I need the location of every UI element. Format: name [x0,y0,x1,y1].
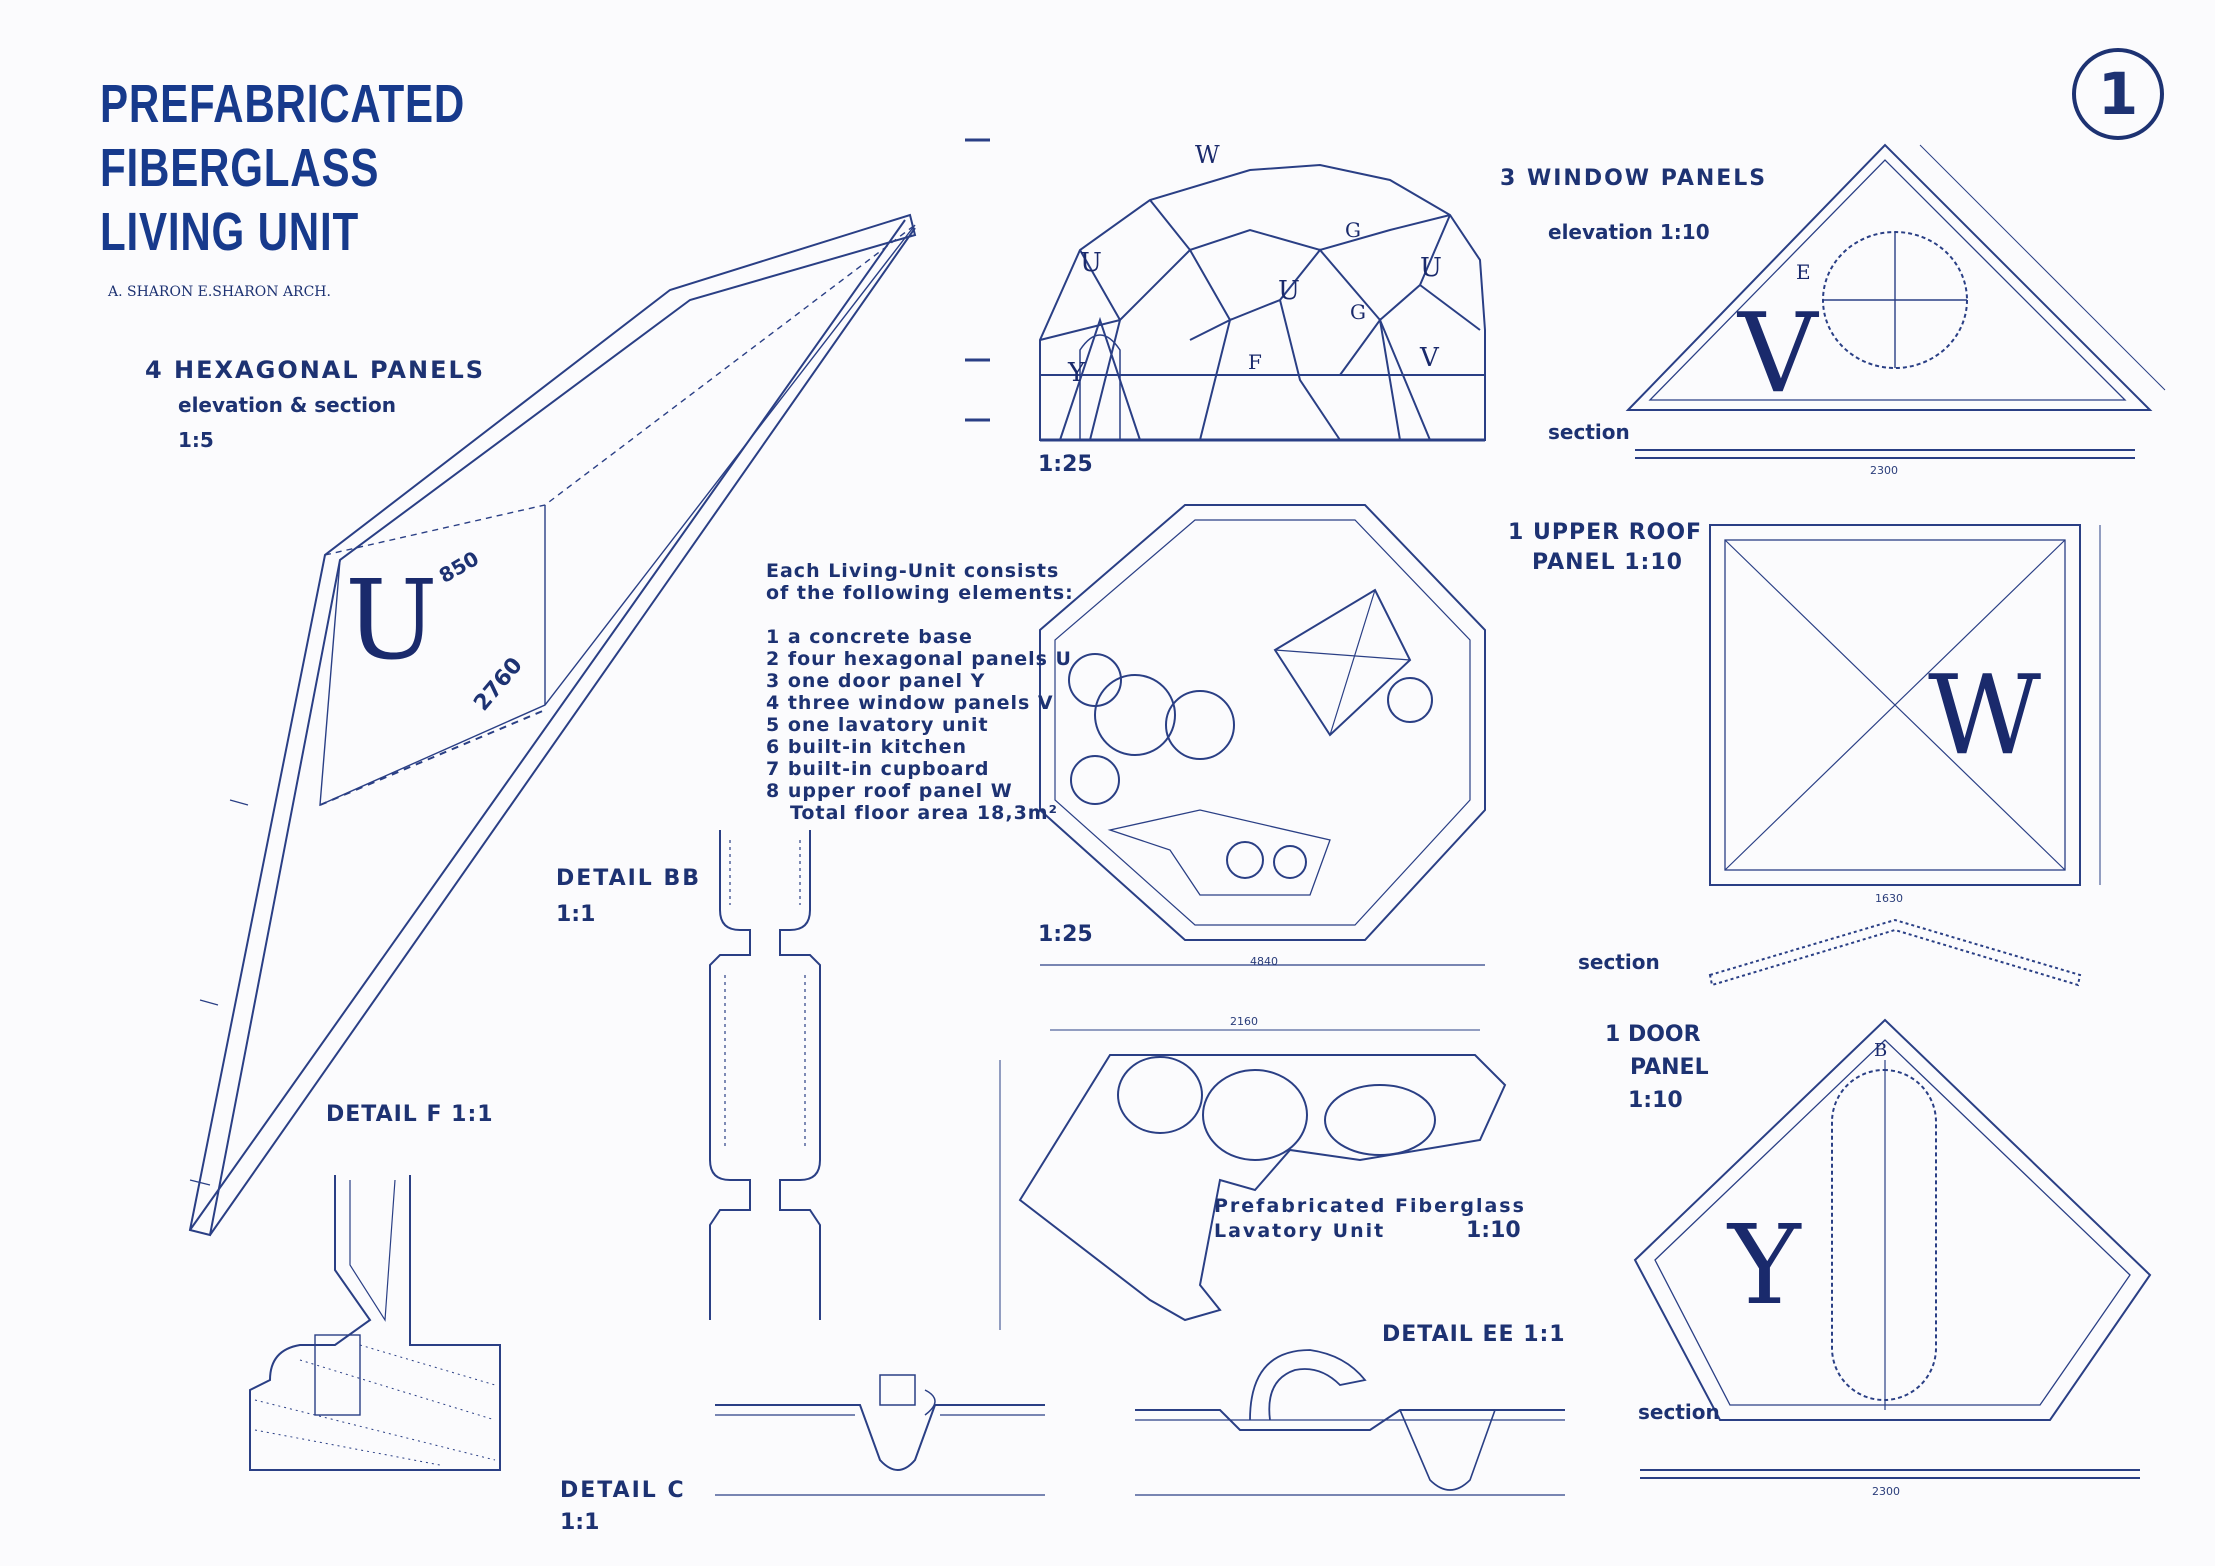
door-heading-2: PANEL [1630,1055,1709,1080]
door-scale: 1:10 [1628,1088,1683,1113]
hexagonal-panel-drawing [188,213,917,1237]
element-item: 6 built-in kitchen [766,736,968,758]
letter-u: U [345,556,438,684]
elements-intro-1: Each Living-Unit consists [766,560,1060,582]
hexagonal-subheading: elevation & section [178,393,396,417]
elements-intro-2: of the following elements: [766,582,1074,604]
detail-f-drawing [249,1175,501,1471]
plan-scale: 1:25 [1038,922,1093,947]
dome-letter-v: V [1420,343,1439,373]
element-item: 4 three window panels V [766,692,1054,714]
elements-list: Each Living-Unit consists of the followi… [766,560,1074,824]
dome-letter-g2: G [1350,300,1366,324]
roof-heading-2: PANEL 1:10 [1532,550,1683,575]
lavatory-scale: 1:10 [1466,1218,1521,1243]
detail-c-drawing [715,1374,1045,1496]
architects-credit: A. SHARON E.SHARON ARCH. [108,284,331,300]
sheet-number: 1 [2072,48,2164,140]
dome-elevation-drawing [1039,163,1486,442]
element-item: 8 upper roof panel W [766,780,1013,802]
roof-panel-drawing [1708,524,2101,987]
title-line-1: PREFABRICATED [100,74,466,134]
dome-letter-u2: U [1278,276,1300,306]
title-line-2: FIBERGLASS [100,138,380,198]
letter-w: W [1928,651,2042,779]
dome-letter-u1: U [1080,248,1102,278]
window-heading: 3 WINDOW PANELS [1500,166,1768,191]
element-item: 5 one lavatory unit [766,714,989,736]
element-item: 7 built-in cupboard [766,758,990,780]
hexagonal-scale: 1:5 [178,428,214,452]
lavatory-plan-drawing [999,1029,1507,1330]
element-item: 2 four hexagonal panels U [766,648,1072,670]
detail-bb-scale: 1:1 [556,902,596,927]
hexagonal-heading: 4 HEXAGONAL PANELS [145,356,486,384]
lavatory-line-1: Prefabricated Fiberglass [1214,1195,1526,1217]
dome-letter-g1: G [1345,218,1361,242]
door-heading-1: 1 DOOR [1605,1022,1701,1047]
detail-f-label: DETAIL F 1:1 [326,1102,494,1127]
dome-letter-u3: U [1420,253,1442,283]
octagon-plan-drawing [1039,504,1486,966]
detail-bb-label: DETAIL BB [556,866,702,891]
window-mark-e: E [1796,260,1811,284]
element-item: 1 a concrete base [766,626,973,648]
dome-letter-y: Y [1068,358,1086,388]
roof-heading-1: 1 UPPER ROOF [1508,520,1703,545]
door-mark-b: B [1874,1040,1888,1061]
door-section-label: section [1638,1400,1720,1424]
window-subheading: elevation 1:10 [1548,220,1710,244]
dome-letter-f: F [1248,350,1262,374]
detail-c-label: DETAIL C [560,1478,686,1503]
detail-bb-drawing [709,830,821,1320]
title-line-3: LIVING UNIT [100,202,359,262]
door-panel-drawing [1633,1018,2152,1479]
element-item: 3 one door panel Y [766,670,986,692]
detail-ee-drawing [1135,1349,1565,1496]
detail-c-scale: 1:1 [560,1510,600,1535]
letter-v: V [1738,289,1818,417]
roof-section-label: section [1578,950,1660,974]
lavatory-dimension: 2160 [1230,1015,1258,1028]
window-panel-drawing [1625,143,2166,459]
dome-letter-w: W [1195,141,1220,169]
roof-dimension: 1630 [1875,892,1903,905]
window-dimension: 2300 [1870,464,1898,477]
door-dimension: 2300 [1872,1485,1900,1498]
window-section-label: section [1548,420,1630,444]
letter-y: Y [1728,1201,1801,1329]
detail-ee-label: DETAIL EE 1:1 [1382,1322,1566,1347]
elevation-scale: 1:25 [1038,452,1093,477]
plan-dimension: 4840 [1250,955,1278,968]
total-floor-area: Total floor area 18,3m² [790,802,1058,824]
lavatory-line-2: Lavatory Unit [1214,1220,1386,1242]
